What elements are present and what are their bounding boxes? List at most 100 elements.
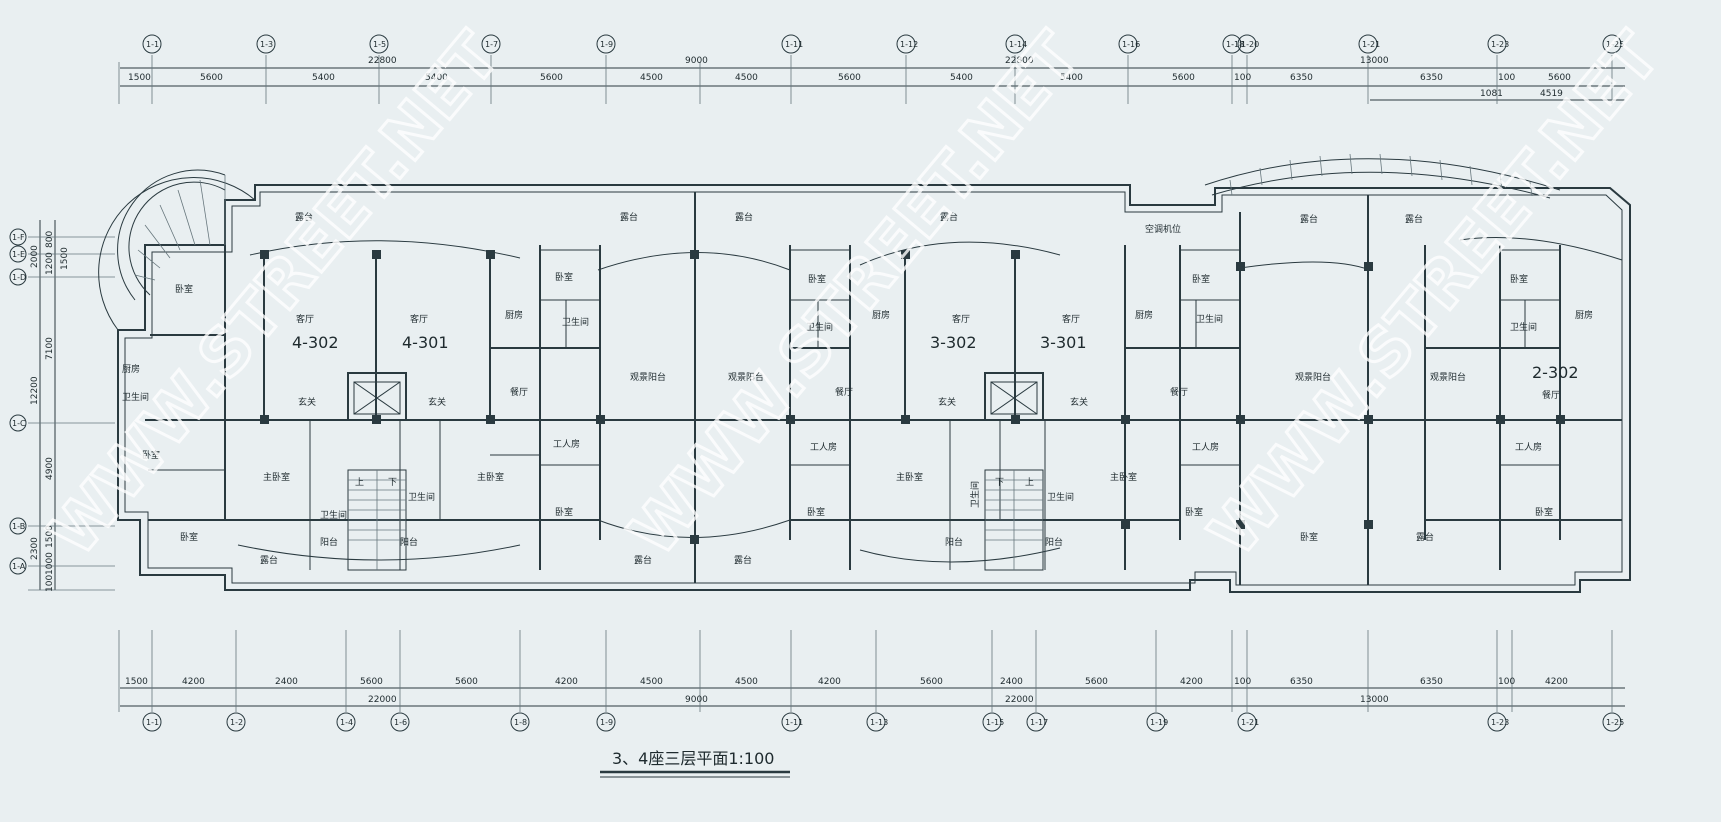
room-label: 露台: [1416, 531, 1434, 543]
drawing-title: 3、4座三层平面1:100: [612, 749, 774, 768]
dim-text: 4500: [735, 677, 758, 687]
dim-text: 9000: [685, 56, 708, 66]
axis-label: 1-19: [1150, 718, 1168, 727]
dim-text: 1081: [1480, 89, 1503, 99]
room-label: 厨房: [872, 309, 890, 321]
dim-text: 5600: [540, 73, 563, 83]
dim-text: 4500: [640, 73, 663, 83]
axis-label: 1-18: [1226, 40, 1244, 49]
dim-text: 13000: [1360, 56, 1389, 66]
stair-left: [347, 469, 407, 571]
axis-label: 1-F: [12, 233, 25, 242]
dim-text: 1200: [45, 252, 55, 275]
room-label: 露台: [1300, 213, 1318, 225]
room-label: 露台: [1405, 213, 1423, 225]
room-label: 工人房: [1192, 441, 1219, 453]
dim-text: 6350: [1290, 677, 1313, 687]
room-label: 卧室: [1192, 273, 1210, 285]
room-label: 工人房: [1515, 441, 1542, 453]
room-label: 客厅: [410, 313, 428, 325]
room-label: 卧室: [555, 506, 573, 518]
room-label: 餐厅: [1170, 386, 1188, 398]
axis-label: 1-2: [230, 718, 243, 727]
room-label: 露台: [734, 554, 752, 566]
dim-text: 2300: [30, 537, 40, 560]
axis-label: 1-14: [1009, 40, 1027, 49]
dim-text: 5600: [920, 677, 943, 687]
elevator-left: [347, 372, 407, 421]
bottom-axis-bubbles: 1-1 1-2 1-4 1-6 1-8 1-9 1-11 1-13 1-15 1…: [142, 712, 1624, 732]
dim-text: 5400: [312, 73, 335, 83]
room-label: 卧室: [555, 271, 573, 283]
unit-number: 3-301: [1040, 333, 1087, 352]
dim-text: 4200: [182, 677, 205, 687]
dim-text: 5600: [200, 73, 223, 83]
room-label: 阳台: [945, 536, 963, 548]
axis-label: 1-17: [1030, 718, 1048, 727]
axis-label: 1-5: [373, 40, 386, 49]
dim-text: 4900: [45, 457, 55, 480]
unit-number: 4-302: [292, 333, 339, 352]
axis-label: 1-23: [1491, 718, 1509, 727]
room-label: 玄关: [938, 396, 956, 408]
room-label: 卧室: [1535, 506, 1553, 518]
dim-text: 2400: [1000, 677, 1023, 687]
stair-label: 下: [388, 478, 397, 488]
building-outline: [98, 153, 1631, 593]
axis-label: 1-23: [1491, 40, 1509, 49]
dim-text: 6350: [1290, 73, 1313, 83]
room-label: 卫生间: [969, 481, 981, 508]
dim-text: 1500: [125, 677, 148, 687]
room-label: 观景阳台: [1295, 371, 1331, 383]
room-label: 空调机位: [1145, 223, 1181, 235]
top-axis-row: 1-1 1-3 1-5 1-7 1-9 1-11 1-12 1-14 1-16 …: [118, 34, 1625, 104]
axis-label: 1-12: [900, 40, 918, 49]
dim-text: 100: [1498, 73, 1515, 83]
axis-label: 1-6: [394, 718, 407, 727]
axis-label: 1-21: [1241, 718, 1259, 727]
axis-label: 1-1: [146, 718, 159, 727]
axis-label: 1-25: [1606, 40, 1624, 49]
axis-label: 1-D: [12, 273, 26, 282]
room-label: 玄关: [428, 396, 446, 408]
axis-label: 1-11: [785, 718, 803, 727]
room-label: 客厅: [296, 313, 314, 325]
axis-label: 1-4: [340, 718, 353, 727]
dim-text: 5600: [838, 73, 861, 83]
dim-text: 1500: [128, 73, 151, 83]
dim-text: 100: [1498, 677, 1515, 687]
elevator-right: [984, 372, 1044, 421]
room-label: 露台: [620, 211, 638, 223]
stair-label: 上: [1025, 477, 1034, 488]
dim-text: 5600: [455, 677, 478, 687]
axis-label: 1-25: [1606, 718, 1624, 727]
room-label: 餐厅: [835, 386, 853, 398]
room-label: 玄关: [298, 396, 316, 408]
left-axis-column: 1-F 1-E 1-D 1-C 1-B 1-A 800 1200 1500 20…: [9, 220, 115, 592]
axis-label: 1-7: [485, 40, 498, 49]
room-label: 卫生间: [1196, 313, 1223, 325]
room-label: 露台: [940, 211, 958, 223]
room-label: 餐厅: [1542, 389, 1560, 401]
top-axis-bubbles: 1-1 1-3 1-5 1-7 1-9 1-11 1-12 1-14 1-16 …: [142, 34, 1624, 54]
room-label: 工人房: [553, 438, 580, 450]
dim-text: 5600: [1172, 73, 1195, 83]
axis-label: 1-1: [146, 40, 159, 49]
stair-label: 上: [355, 477, 364, 488]
room-label: 阳台: [400, 536, 418, 548]
dim-text: 1000: [45, 552, 55, 575]
room-label: 餐厅: [510, 386, 528, 398]
dim-text: 12200: [30, 376, 40, 405]
unit-number: 2-302: [1532, 363, 1579, 382]
dim-text: 5600: [1548, 73, 1571, 83]
axis-label: 1-20: [1241, 40, 1259, 49]
room-label: 客厅: [1062, 313, 1080, 325]
dim-text: 2000: [30, 245, 40, 268]
room-label: 卧室: [180, 531, 198, 543]
room-label: 客厅: [952, 313, 970, 325]
room-label: 观景阳台: [1430, 371, 1466, 383]
room-label: 工人房: [810, 441, 837, 453]
dim-text: 800: [45, 231, 55, 248]
